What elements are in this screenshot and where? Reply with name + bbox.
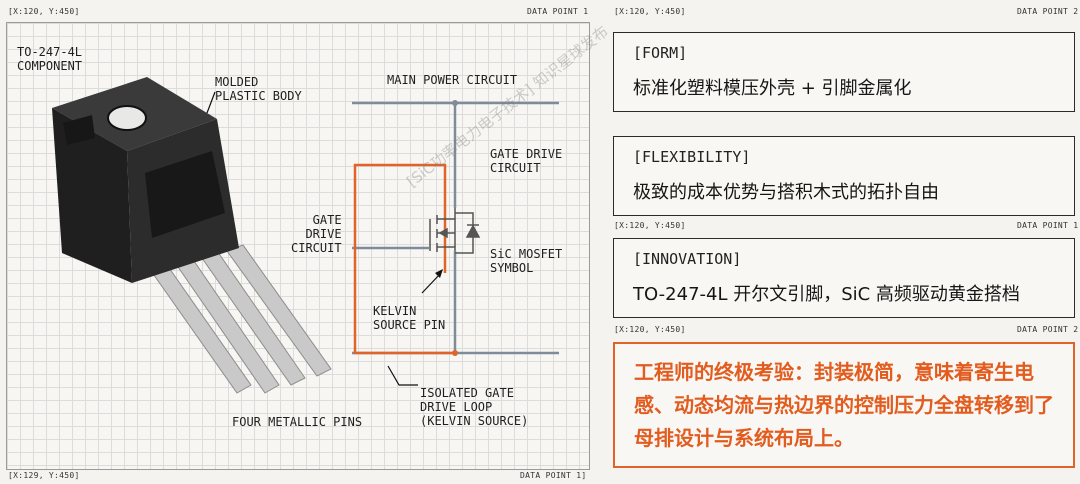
engineer-callout: 工程师的终极考验：封装极简，意味着寄生电感、动态均流与热边界的控制压力全盘转移到… <box>613 342 1075 468</box>
form-tag: [FORM] <box>633 44 688 62</box>
sic-mosfet-label: SiC MOSFET SYMBOL <box>490 247 563 275</box>
innovation-tag: [INNOVATION] <box>633 250 742 268</box>
coord-label-top-left: [X:120, Y:450] <box>8 7 80 16</box>
flexibility-tag: [FLEXIBILITY] <box>633 148 751 166</box>
form-card: [FORM] 标准化塑料模压外壳 + 引脚金属化 <box>613 32 1075 112</box>
gate-drive-label-right: GATE DRIVE CIRCUIT <box>490 147 563 175</box>
gate-drive-label-left: GATE DRIVE CIRCUIT <box>291 213 342 255</box>
coord-label-card-3: [X:120, Y:450] <box>614 221 686 230</box>
diagram-panel: TO-247-4L COMPONENT MOLDED PLASTIC BODY … <box>6 22 590 470</box>
component-label: TO-247-4L COMPONENT <box>17 45 83 73</box>
data-point-label-card-1: DATA POINT 2 <box>1017 7 1079 16</box>
flexibility-card: [FLEXIBILITY] 极致的成本优势与搭积木式的拓扑自由 <box>613 136 1075 216</box>
data-point-label-bottom-left: DATA POINT 1] <box>520 471 587 480</box>
data-point-label-card-3: DATA POINT 1 <box>1017 221 1079 230</box>
kelvin-source-label: KELVIN SOURCE PIN <box>373 304 446 332</box>
kelvin-loop <box>353 163 455 355</box>
component-pins <box>136 244 332 394</box>
data-point-label-top-left: DATA POINT 1 <box>527 7 589 16</box>
innovation-card: [INNOVATION] TO-247-4L 开尔文引脚，SiC 高频驱动黄金搭… <box>613 238 1075 318</box>
innovation-text: TO-247-4L 开尔文引脚，SiC 高频驱动黄金搭档 <box>633 284 1020 305</box>
pins-label: FOUR METALLIC PINS <box>232 415 363 429</box>
coord-label-bottom-left: [X:129, Y:450] <box>8 471 80 480</box>
coord-label-card-1: [X:120, Y:450] <box>614 7 686 16</box>
coord-label-callout: [X:120, Y:450] <box>614 325 686 334</box>
isolated-loop-label: ISOLATED GATE DRIVE LOOP (KELVIN SOURCE) <box>420 386 529 428</box>
form-text: 标准化塑料模压外壳 + 引脚金属化 <box>633 78 912 99</box>
data-point-label-callout: DATA POINT 2 <box>1017 325 1079 334</box>
flexibility-text: 极致的成本优势与搭积木式的拓扑自由 <box>633 182 939 203</box>
molded-body-label: MOLDED PLASTIC BODY <box>215 75 302 103</box>
main-power-label: MAIN POWER CIRCUIT <box>387 73 518 87</box>
component-body <box>52 77 239 283</box>
mosfet-symbol <box>429 208 481 254</box>
diagram-canvas <box>52 77 559 394</box>
callout-text: 工程师的终极考验：封装极简，意味着寄生电感、动态均流与热边界的控制压力全盘转移到… <box>634 360 1054 450</box>
